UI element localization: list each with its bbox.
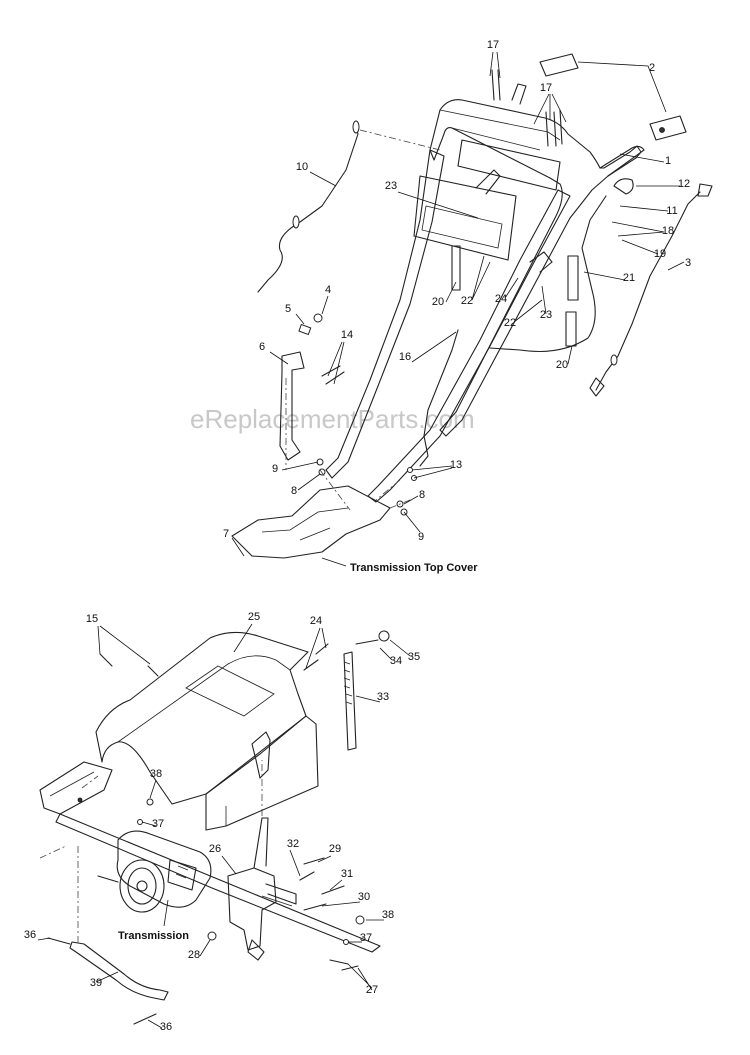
handle-bar [429, 99, 642, 437]
callouts-bottom: 25 15 24 35 34 33 38 37 26 32 29 31 30 38 37 36 28 27 39 36 [24, 611, 420, 1033]
washer-part-5 [298, 323, 312, 336]
knob-part-12 [613, 178, 634, 195]
part-callout-17: 17 [540, 82, 552, 94]
part-callout-1: 1 [665, 155, 671, 167]
part-callout-23: 23 [540, 309, 552, 321]
handle-grip [599, 145, 645, 177]
lever-upper [475, 169, 501, 195]
part-callout-38: 38 [150, 768, 162, 780]
part-callout-31: 31 [341, 868, 353, 880]
part-callout-36: 36 [160, 1021, 172, 1033]
nut-part-4 [313, 313, 323, 323]
bracket-left [451, 245, 461, 291]
part-callout-21: 21 [623, 272, 635, 284]
hitch-bracket-part-26 [227, 867, 277, 951]
bracket-lower-right [565, 311, 577, 347]
part-callout-11: 11 [666, 205, 677, 217]
cable-part-16 [423, 329, 459, 437]
part-callout-26: 26 [209, 843, 221, 855]
leader-lines-bottom [37, 623, 411, 1029]
caption-transmission-top-cover: Transmission Top Cover [350, 562, 478, 574]
part-callout-19: 19 [654, 248, 666, 260]
part-callout-32: 32 [287, 838, 299, 850]
bracket-part-6 [279, 351, 305, 461]
hitch-tube [253, 817, 269, 869]
part-callout-20: 20 [556, 359, 568, 371]
part-callout-10: 10 [296, 161, 308, 173]
part-callout-9: 9 [272, 463, 278, 475]
transmission-top-cover [231, 485, 391, 559]
part-callout-6: 6 [259, 341, 265, 353]
part-callout-15: 15 [86, 613, 98, 625]
part-callout-22: 22 [461, 295, 473, 307]
part-callout-4: 4 [325, 284, 331, 296]
knob-part-35 [378, 630, 390, 642]
part-callout-30: 30 [358, 891, 370, 903]
lever-mid [529, 251, 553, 273]
tine-axle [55, 813, 381, 953]
watermark: eReplacementParts.com [190, 404, 475, 434]
part-callout-35: 35 [408, 651, 420, 663]
hardware [47, 643, 365, 1025]
part-callout-12: 12 [678, 178, 690, 190]
part-callout-28: 28 [188, 949, 200, 961]
grip-switch-part-2 [539, 53, 687, 141]
part-callout-17: 17 [487, 39, 499, 51]
tine-shield-assembly: 25 15 24 35 34 33 38 37 26 32 29 31 30 38 37 36 28 27 39 36… [24, 611, 420, 1033]
part-callout-7: 7 [223, 528, 229, 540]
cable-part-3 [595, 191, 701, 391]
depth-bar-part-33 [343, 651, 357, 751]
drag-bar-part-39 [69, 941, 169, 1001]
part-callout-8: 8 [291, 485, 297, 497]
part-callout-2: 2 [649, 62, 655, 74]
part-callout-29: 29 [329, 843, 341, 855]
clip-part-17 [491, 69, 563, 147]
part-callout-14: 14 [341, 329, 353, 341]
cable-part-21 [489, 195, 607, 353]
handle-right-leg [367, 189, 571, 503]
part-callout-39: 39 [90, 977, 102, 989]
part-callout-9: 9 [418, 531, 424, 543]
bracket-right [567, 255, 579, 301]
part-callout-34: 34 [390, 655, 402, 667]
part-callout-27: 27 [366, 984, 378, 996]
part-callout-33: 33 [377, 691, 389, 703]
handle-left-leg [325, 149, 445, 479]
part-callout-38: 38 [382, 909, 394, 921]
handle-assembly: 17 2 17 1 10 12 23 11 18 19 3 21 4 22 20 24 5 14 23 22 6 16 20… [223, 39, 713, 574]
part-callout-25: 25 [248, 611, 260, 623]
part-callout-36: 36 [24, 929, 36, 941]
leader-lines-top [231, 51, 685, 567]
part-callout-5: 5 [285, 303, 291, 315]
part-callout-16: 16 [399, 351, 411, 363]
control-panel [413, 175, 517, 261]
part-callout-24: 24 [310, 615, 322, 627]
throttle-cable-part-10 [257, 127, 359, 293]
part-callout-8: 8 [419, 489, 425, 501]
part-callout-37: 37 [360, 932, 372, 944]
part-callout-37: 37 [152, 818, 164, 830]
part-callout-24: 24 [495, 293, 507, 305]
transmission [97, 830, 212, 913]
caption-transmission: Transmission [118, 930, 189, 942]
upper-crossbar [457, 139, 561, 191]
shield-flap [205, 715, 319, 831]
callouts-top: 17 2 17 1 10 12 23 11 18 19 3 21 4 22 20 24 5 14 23 22 6 16 20… [223, 39, 691, 543]
part-callout-3: 3 [685, 257, 691, 269]
part-callout-13: 13 [450, 459, 462, 471]
left-frame [39, 761, 113, 815]
part-callout-23: 23 [385, 180, 397, 192]
part-callout-22: 22 [504, 317, 516, 329]
part-callout-18: 18 [662, 225, 674, 237]
tine-shield-part-25 [95, 631, 309, 805]
part-callout-20: 20 [432, 296, 444, 308]
